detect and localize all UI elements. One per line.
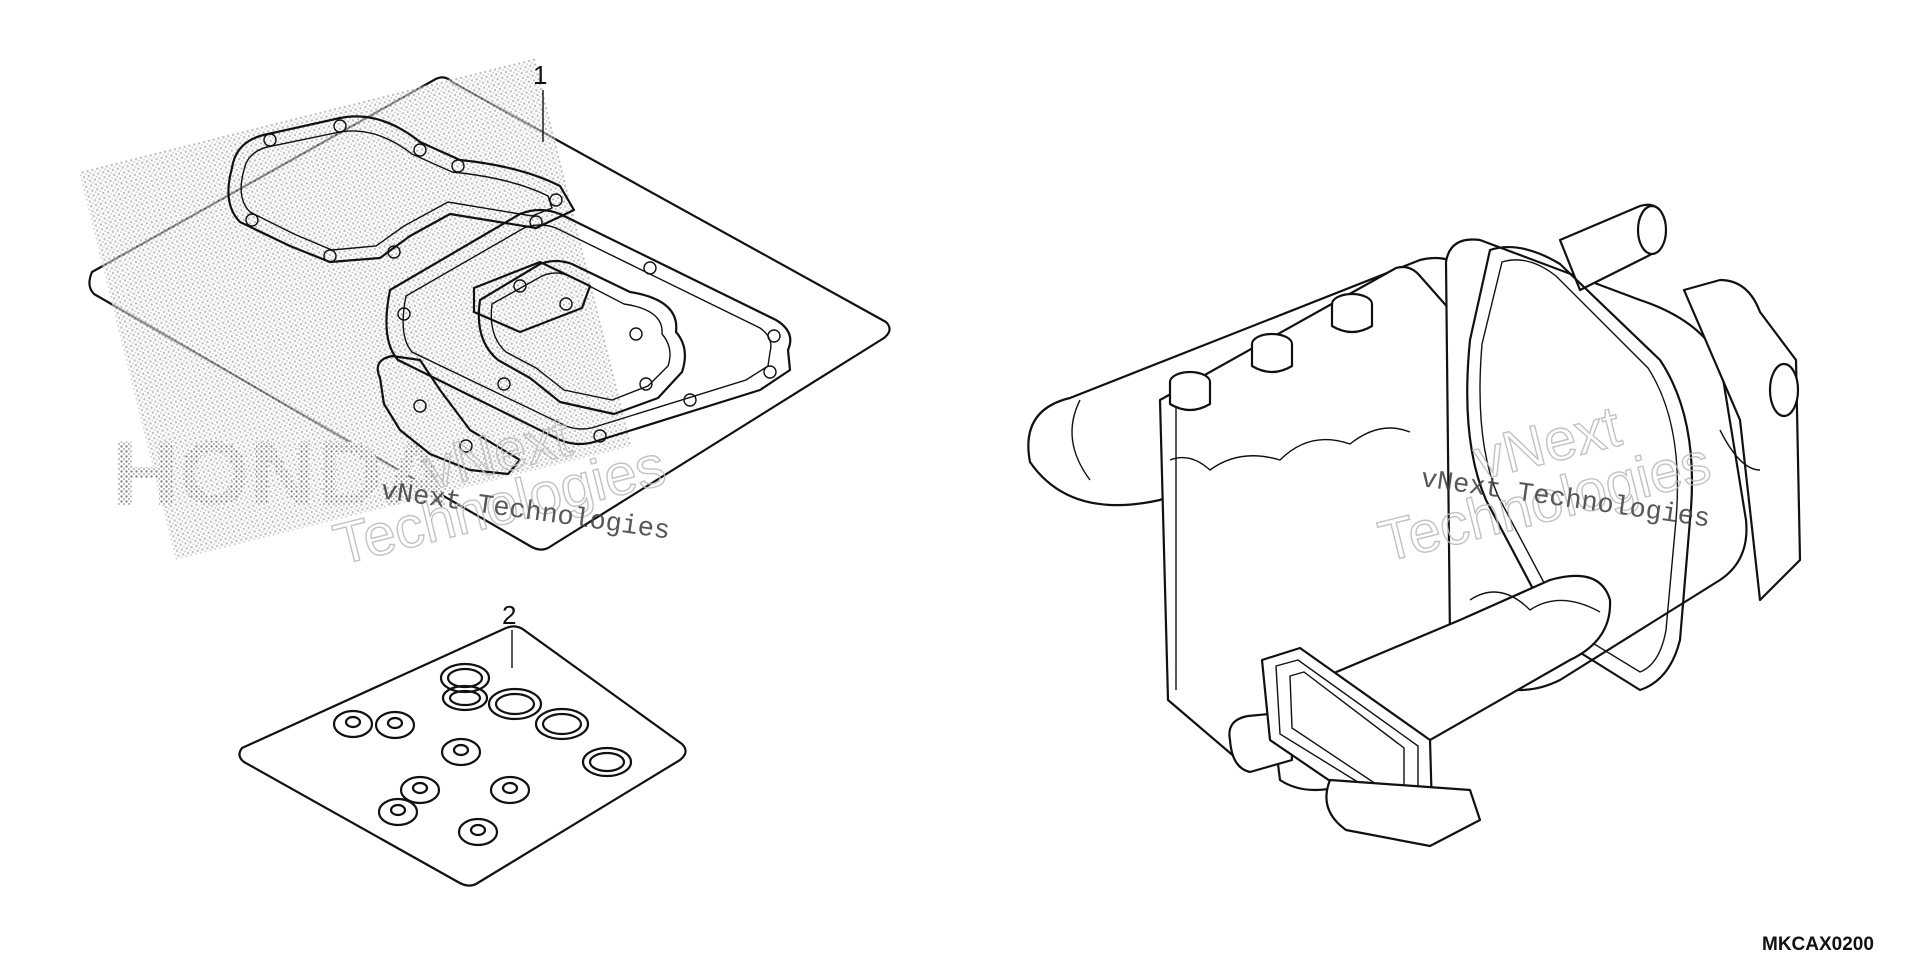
logo-watermark: HONDA — [112, 423, 449, 525]
gasket-kit-a[interactable]: HONDA — [78, 58, 891, 560]
diagram-code: MKCAX0200 — [1762, 934, 1874, 955]
engine-illustration — [1027, 203, 1802, 848]
gasket-kit-b[interactable] — [238, 625, 687, 887]
callout-2: 2 — [502, 600, 516, 668]
callout-1: 1 — [533, 60, 547, 142]
svg-text:1: 1 — [533, 60, 547, 90]
svg-text:2: 2 — [502, 600, 516, 630]
